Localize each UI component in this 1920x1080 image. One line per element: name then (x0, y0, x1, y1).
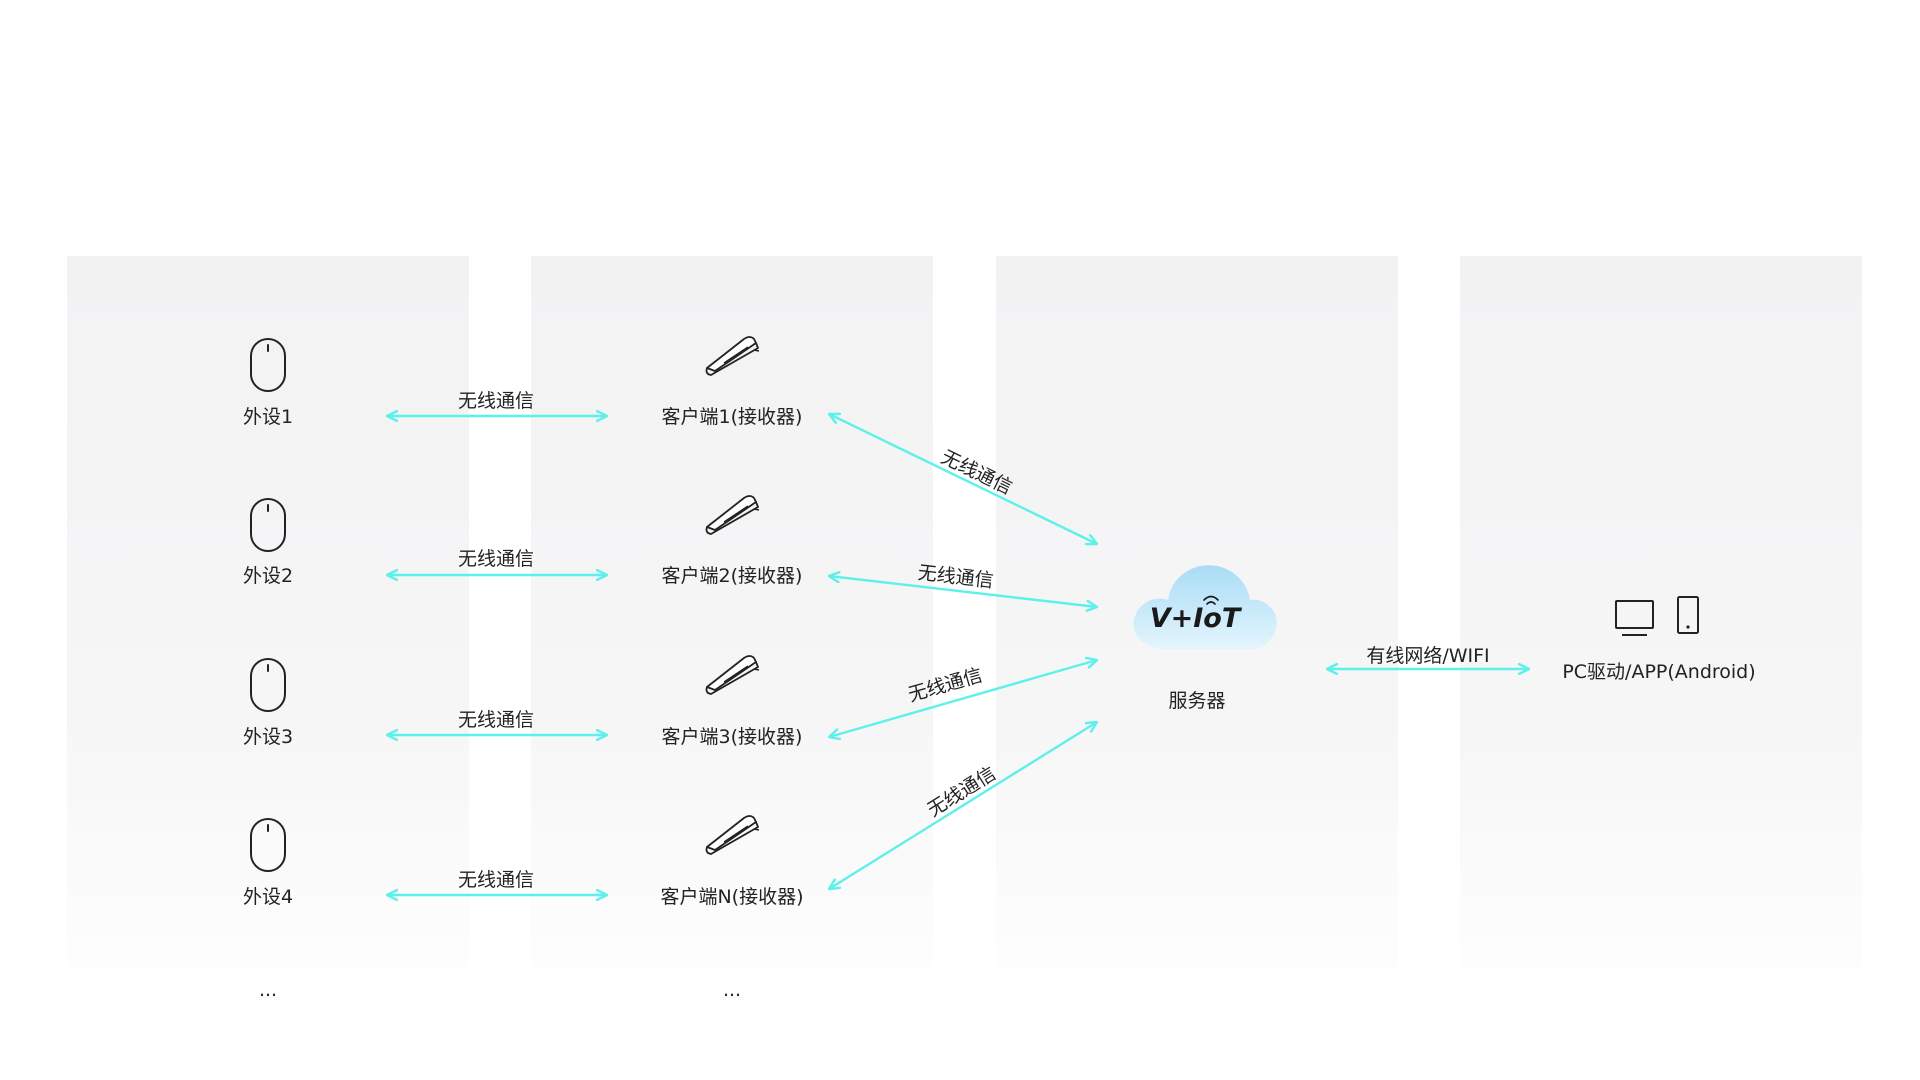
receiver-icon (705, 815, 760, 855)
server-label: 服务器 (1168, 690, 1225, 712)
link-label-cs-4: 无线通信 (924, 762, 1000, 821)
peripheral-label-1: 外设1 (243, 406, 293, 428)
client-label-1: 客户端1(接收器) (662, 406, 803, 428)
client-more-ellipsis: ... (723, 979, 741, 1001)
arrow-client-server-1 (829, 414, 1097, 544)
peripheral-label-4: 外设4 (243, 886, 293, 908)
mouse-icon (250, 338, 286, 392)
link-label-pc-2: 无线通信 (458, 548, 534, 570)
arrow-client-server-4 (829, 722, 1097, 889)
terminal-label: PC驱动/APP(Android) (1562, 661, 1755, 683)
peripheral-label-3: 外设3 (243, 726, 293, 748)
monitor-icon (1615, 600, 1654, 636)
signal-icon (1203, 595, 1219, 605)
client-label-4: 客户端N(接收器) (660, 886, 803, 908)
receiver-icon (705, 495, 760, 535)
arrow-client-server-2 (829, 576, 1097, 607)
client-label-3: 客户端3(接收器) (662, 726, 803, 748)
peripheral-more-ellipsis: ... (259, 979, 277, 1001)
link-label-pc-3: 无线通信 (458, 709, 534, 731)
link-label-cs-3: 无线通信 (906, 664, 985, 706)
cloud-icon (1133, 565, 1277, 649)
mouse-icon (250, 498, 286, 552)
client-label-2: 客户端2(接收器) (662, 565, 803, 587)
mouse-icon (250, 658, 286, 712)
tablet-icon (1677, 596, 1699, 634)
link-label-pc-1: 无线通信 (458, 390, 534, 412)
receiver-icon (705, 336, 760, 376)
peripheral-label-2: 外设2 (243, 565, 293, 587)
receiver-icon (705, 655, 760, 695)
mouse-icon (250, 818, 286, 872)
panel-terminals (1460, 256, 1862, 1020)
link-label-pc-4: 无线通信 (458, 869, 534, 891)
link-label-server-terminal: 有线网络/WIFI (1366, 645, 1489, 667)
server-logo-text: V+IoT (1150, 603, 1243, 634)
